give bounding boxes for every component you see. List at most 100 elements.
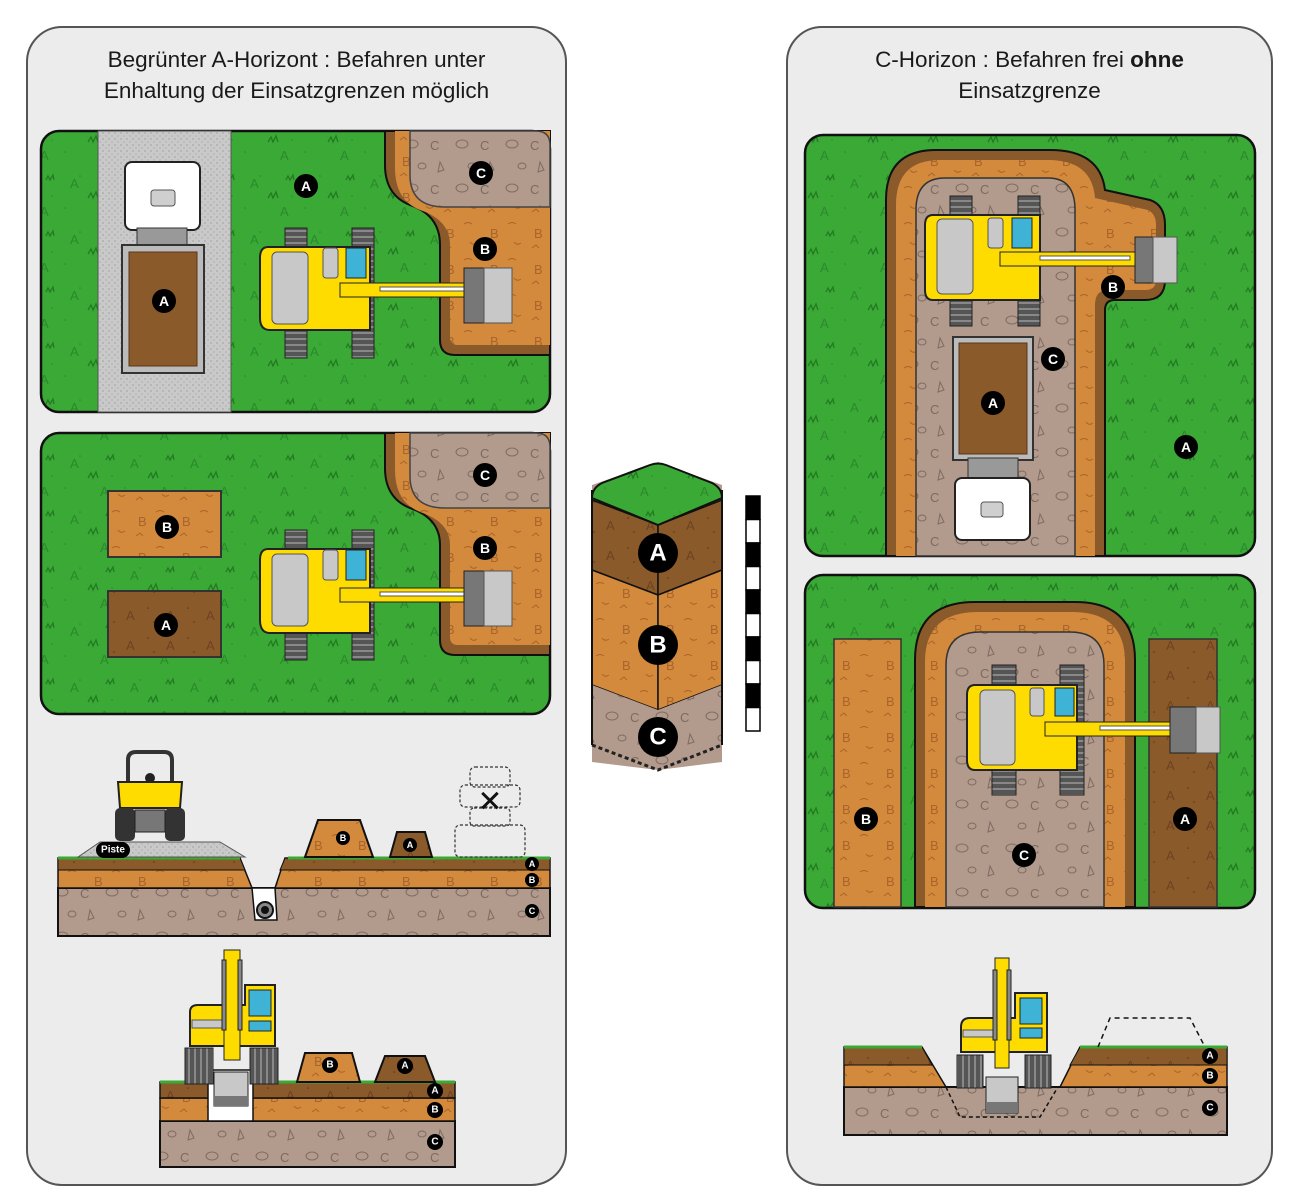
label-truck-load-a: A: [981, 391, 1005, 415]
svg-text:B: B: [1108, 279, 1118, 295]
svg-text:A: A: [159, 293, 169, 309]
label-grass-a: A: [294, 174, 318, 198]
forbidden-mark-icon: ✕: [477, 786, 502, 819]
right-panel-title: C-Horizon : Befahren frei ohne Einsatzgr…: [788, 44, 1271, 106]
label-dig-b: B: [473, 237, 497, 261]
svg-text:C: C: [480, 467, 490, 483]
layer-c: [159, 1120, 456, 1168]
svg-text:C: C: [649, 724, 666, 751]
future-pile-outline: [1097, 1017, 1206, 1048]
scale-bar-segment: [745, 683, 761, 709]
svg-text:C: C: [431, 1137, 438, 1148]
svg-text:C: C: [1019, 847, 1029, 863]
label-stripped-c: C: [469, 161, 493, 185]
left-panel-title: Begrünter A-Horizont : Befahren unter En…: [28, 44, 565, 106]
dump-truck: [121, 161, 205, 374]
left-title-line1: Begrünter A-Horizont : Befahren unter: [107, 47, 486, 72]
label-trench-c: C: [1041, 347, 1065, 371]
svg-text:A: A: [1206, 1051, 1213, 1062]
layer-label-c: C: [1202, 1100, 1218, 1116]
scale-bar-segment: [745, 565, 761, 591]
svg-text:A: A: [529, 859, 536, 869]
excavation-outline: [945, 1086, 1059, 1118]
scene-right-1: B C A A: [803, 133, 1257, 558]
svg-text:B: B: [431, 1105, 438, 1116]
label-pile-a: A: [1173, 807, 1197, 831]
scale-bar-segment: [745, 612, 761, 638]
excavator-front: [956, 957, 1052, 1114]
dumper-vehicle: [115, 750, 185, 841]
scale-bar: [745, 495, 761, 732]
svg-text:B: B: [1206, 1071, 1213, 1082]
layer-label-a: A: [525, 857, 539, 871]
label-dig-b: B: [1101, 275, 1125, 299]
profile-label-b: B: [638, 625, 678, 665]
label-pile-a: A: [154, 613, 178, 637]
layer-label-c: C: [525, 904, 539, 918]
layer-label-b: B: [1202, 1068, 1218, 1084]
layer-label-c: C: [427, 1134, 443, 1150]
svg-text:A: A: [401, 1061, 408, 1072]
svg-text:B: B: [340, 833, 347, 843]
scene-left-2: B A C B: [39, 431, 552, 716]
label-trench-c: C: [1012, 843, 1036, 867]
svg-text:A: A: [161, 617, 171, 633]
svg-text:C: C: [529, 906, 536, 916]
svg-text:B: B: [861, 811, 871, 827]
excavator-front: [184, 949, 279, 1107]
scale-bar-segment: [745, 589, 761, 615]
scale-bar-segment: [745, 706, 761, 732]
right-title-prefix: C-Horizon : Befahren frei: [875, 47, 1131, 72]
section-left-1: Piste ✕ B A A B C: [57, 750, 551, 937]
svg-text:C: C: [1206, 1103, 1213, 1114]
section-left-2: B A A B C: [159, 949, 456, 1168]
layer-a-left: [843, 1046, 933, 1066]
scene-right-2: B A C: [803, 573, 1257, 910]
right-title-bold: ohne: [1130, 47, 1184, 72]
label-truck-load-a: A: [152, 289, 176, 313]
piste-label: Piste: [96, 842, 130, 858]
svg-text:A: A: [431, 1086, 438, 1097]
svg-text:A: A: [301, 178, 311, 194]
label-pile-b: B: [155, 515, 179, 539]
scale-bar-segment: [745, 659, 761, 685]
svg-text:C: C: [476, 165, 486, 181]
layer-c: [843, 1086, 1228, 1136]
svg-text:A: A: [407, 840, 414, 850]
scene-left-1: A A C B: [39, 129, 552, 414]
layer-label-b: B: [525, 873, 539, 887]
excavator-top: [259, 529, 513, 661]
left-title-line2: Enhaltung der Einsatzgrenzen möglich: [103, 78, 490, 103]
scale-bar-segment: [745, 542, 761, 568]
layer-label-b: B: [427, 1102, 443, 1118]
pile-b: [833, 638, 902, 908]
scale-bar-segment: [745, 636, 761, 662]
svg-text:A: A: [988, 395, 998, 411]
svg-text:B: B: [480, 241, 490, 257]
label-pile-a: A: [403, 838, 417, 852]
svg-text:B: B: [480, 540, 490, 556]
svg-text:B: B: [529, 875, 536, 885]
label-pile-b: B: [336, 831, 350, 845]
layer-c: [57, 887, 551, 937]
layer-a-left: [57, 857, 246, 871]
pile-a: [1148, 638, 1218, 908]
label-pile-b: B: [322, 1057, 338, 1073]
dump-truck: [952, 336, 1034, 541]
svg-text:A: A: [649, 540, 666, 567]
layer-b: [159, 1097, 456, 1122]
profile-grass-top: [590, 462, 724, 527]
right-title-line1: C-Horizon : Befahren frei ohne: [788, 44, 1271, 75]
section-right: A B C: [843, 957, 1228, 1136]
forbidden-pile-outline: [454, 766, 526, 858]
scale-bar-segment: [745, 518, 761, 544]
excavator-top: [924, 195, 1178, 327]
scale-bar-segment: [745, 495, 761, 521]
excavator-top: [259, 227, 513, 359]
excavator-top: [966, 664, 1221, 796]
svg-text:A: A: [1180, 811, 1190, 827]
profile-label-c: C: [638, 717, 678, 757]
layer-a-right: [279, 857, 551, 871]
svg-text:B: B: [326, 1060, 333, 1071]
